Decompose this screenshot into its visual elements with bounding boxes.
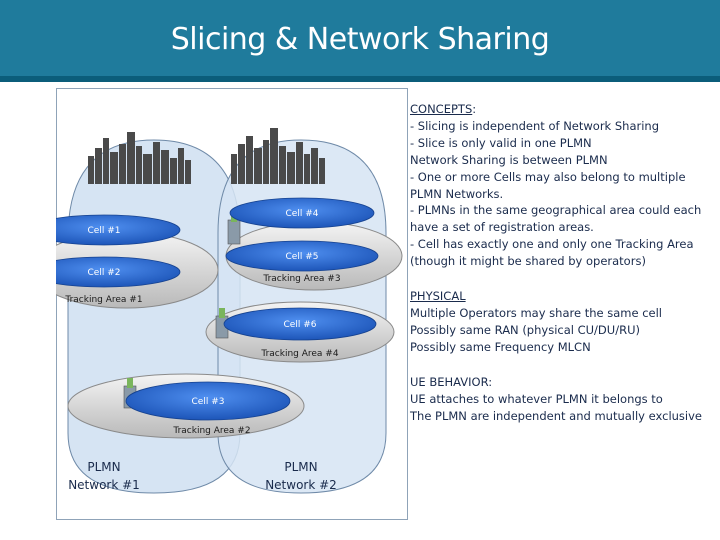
concept-line: (though it might be shared by operators): [410, 254, 646, 269]
concept-line: have a set of registration areas.: [410, 220, 594, 235]
city-skyline-icon: [231, 128, 325, 184]
cell-label: Cell #4: [286, 209, 319, 219]
concept-line: PLMN Networks.: [410, 186, 504, 201]
cell-4: [229, 197, 375, 229]
notes-panel: CONCEPTS: - Slicing is independent of Ne…: [410, 101, 710, 424]
concept-line: - One or more Cells may also belong to m…: [410, 169, 686, 184]
cell-label: Cell #2: [88, 268, 121, 278]
tracking-area-label: Tracking Area #4: [260, 349, 338, 359]
tracking-area-label: Tracking Area #1: [64, 295, 142, 305]
concept-line: - Cell has exactly one and only one Trac…: [410, 237, 694, 252]
plmn-network-1-area: [67, 139, 241, 494]
concept-line: - PLMNs in the same geographical area co…: [410, 203, 702, 218]
cell-label: Cell #1: [88, 226, 121, 236]
concept-line: - Slicing is independent of Network Shar…: [410, 118, 660, 133]
banner-stripe: [0, 76, 720, 82]
network-diagram: Cell #4 Cell #1 Cell #5 Cell #2 Cell #6 …: [56, 128, 403, 494]
tracking-area-label: Tracking Area #3: [262, 274, 340, 284]
page-title: Slicing & Network Sharing: [170, 22, 550, 57]
cell-label: Cell #5: [286, 252, 319, 262]
ue-behavior-heading: UE BEHAVIOR:: [410, 374, 493, 389]
cell-3: [125, 381, 291, 421]
title-banner: Slicing & Network Sharing: [0, 0, 720, 82]
network-label: PLMN: [87, 460, 120, 474]
concepts-heading: CONCEPTS: [410, 102, 473, 116]
physical-heading: PHYSICAL: [410, 289, 466, 304]
cell-2: [56, 256, 181, 288]
cell-1: [56, 214, 181, 246]
physical-line: Possibly same RAN (physical CU/DU/RU): [410, 322, 640, 337]
physical-line: Multiple Operators may share the same ce…: [410, 305, 662, 320]
cell-label: Cell #6: [284, 320, 317, 330]
network-label: Network #2: [265, 478, 337, 492]
cell-6: [223, 307, 377, 341]
ue-behavior-line: The PLMN are independent and mutually ex…: [410, 408, 702, 423]
concepts-section: CONCEPTS: - Slicing is independent of Ne…: [410, 101, 710, 270]
cell-label: Cell #3: [192, 397, 225, 407]
tracking-area-label: Tracking Area #2: [172, 426, 250, 436]
ue-behavior-line: UE attaches to whatever PLMN it belongs …: [410, 391, 663, 406]
network-label: Network #1: [68, 478, 140, 492]
concept-line: - Slice is only valid in one PLMN: [410, 135, 592, 150]
concept-line: Network Sharing is between PLMN: [410, 152, 608, 167]
cell-5: [225, 240, 379, 272]
concepts-heading-line: CONCEPTS:: [410, 102, 477, 116]
physical-section: PHYSICAL Multiple Operators may share th…: [410, 288, 710, 356]
ue-behavior-section: UE BEHAVIOR: UE attaches to whatever PLM…: [410, 374, 710, 425]
network-label: PLMN: [284, 460, 317, 474]
physical-line: Possibly same Frequency MLCN: [410, 339, 591, 354]
city-skyline-icon: [88, 132, 191, 184]
